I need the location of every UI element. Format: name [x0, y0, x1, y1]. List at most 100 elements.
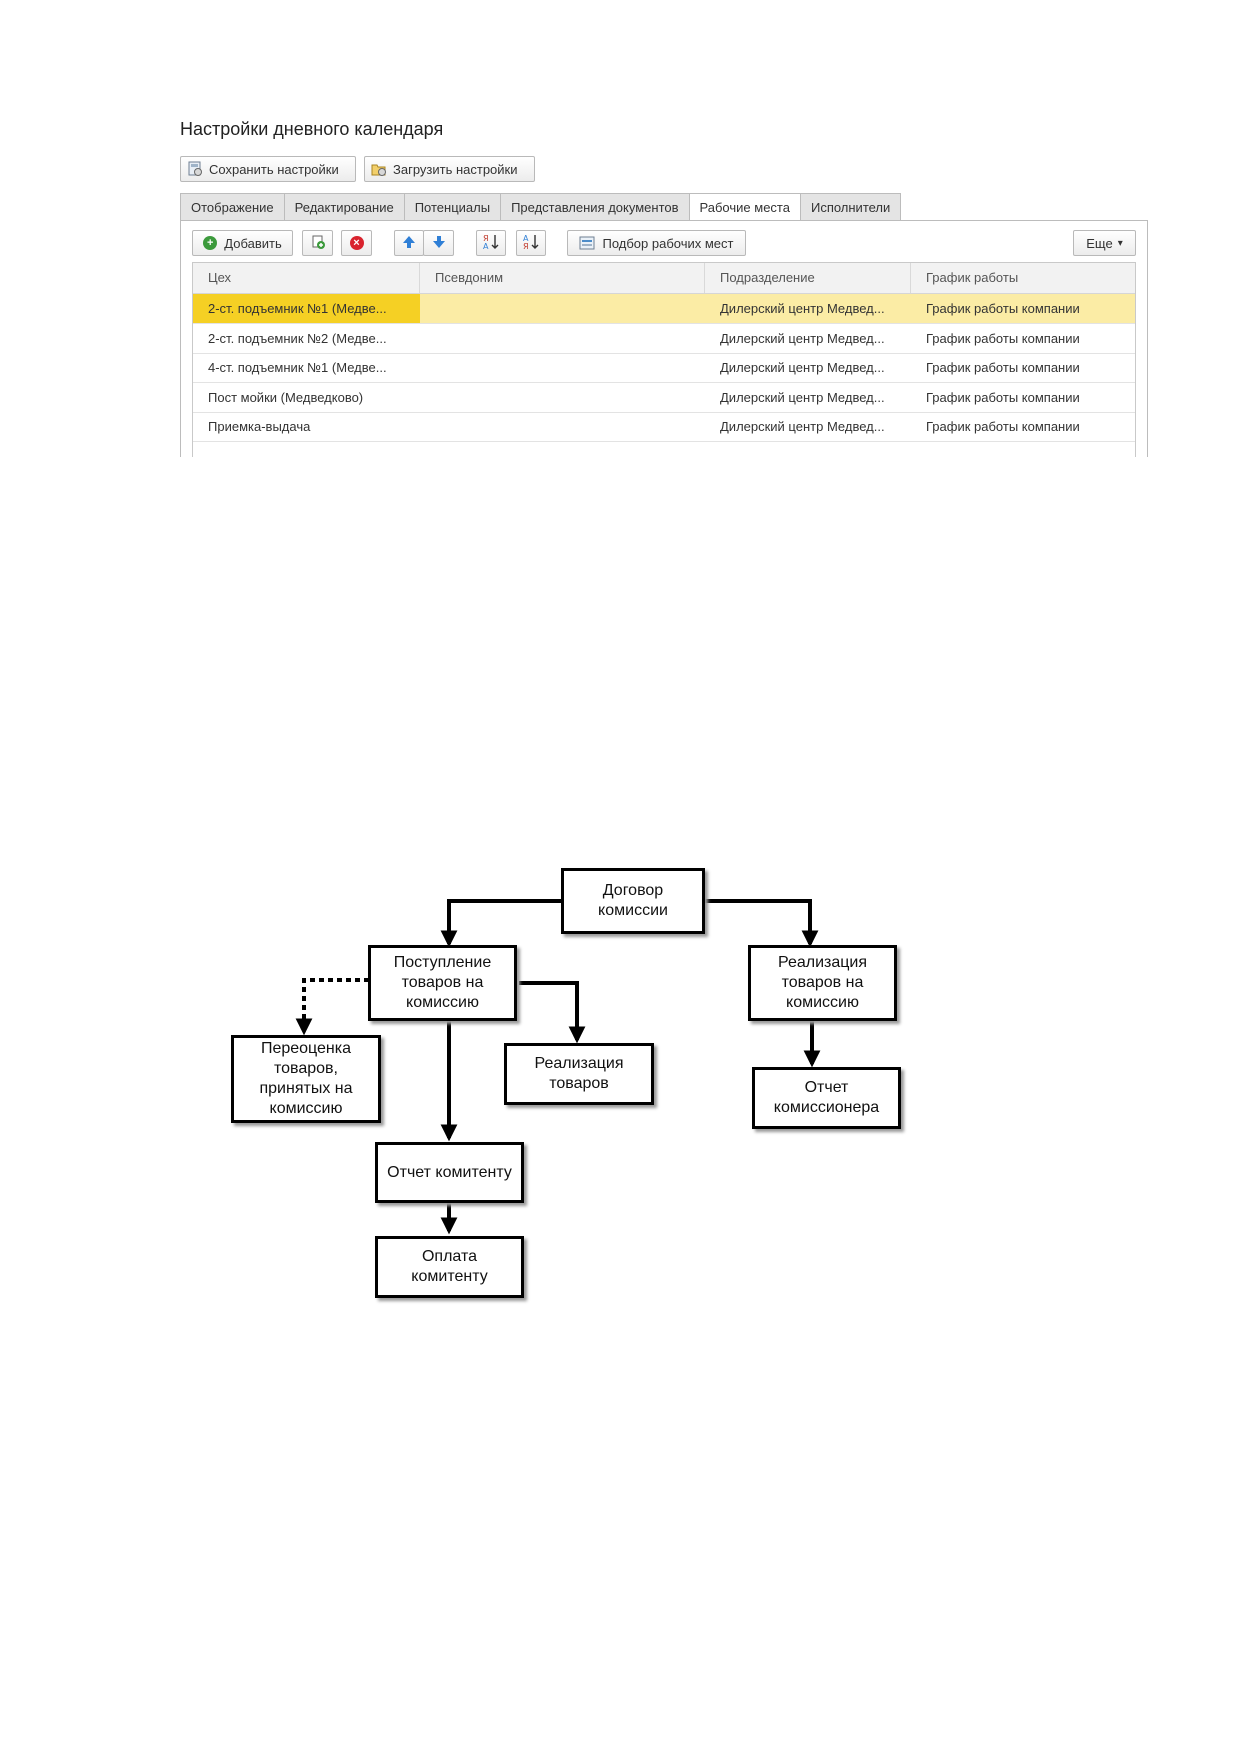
table-row[interactable]: 4-ст. подъемник №1 (Медве... Дилерский це…	[193, 353, 1135, 384]
load-settings-button[interactable]: Загрузить настройки	[364, 156, 535, 182]
table-cell: 2-ст. подъемник №1 (Медве...	[193, 294, 420, 323]
add-icon: +	[203, 236, 218, 250]
column-header-department[interactable]: Подразделение	[705, 263, 911, 293]
node-label-line: Отчет комитенту	[387, 1163, 512, 1181]
node-label-line: Договор	[602, 882, 664, 899]
node-label-line: Реализация	[534, 1055, 624, 1072]
delete-button[interactable]: ×	[341, 230, 372, 256]
arrow-contract-to-sale-commission	[704, 899, 819, 948]
table-cell: График работы компании	[926, 389, 1080, 405]
arrow-receipt-to-revaluation	[295, 978, 369, 1036]
node-label-line: комиссию	[269, 1100, 343, 1117]
table-cell: Приемка-выдача	[208, 419, 311, 435]
save-settings-label: Сохранить настройки	[209, 161, 339, 177]
table-row[interactable]: Пост мойки (Медведково)Дилерский центр М…	[193, 383, 1135, 413]
table-row[interactable]: Приемка-выдача Дилерский центр Медвед... Г…	[193, 412, 1135, 443]
tab-label: Представления документов	[511, 199, 679, 215]
arrow-receipt-to-sale-goods	[519, 981, 586, 1044]
node-label-line: принятых на	[259, 1080, 353, 1097]
pick-workplaces-label: Подбор рабочих мест	[602, 235, 734, 251]
settings-tabs: Отображение Редактирование Потенциалы Пр…	[180, 193, 902, 221]
arrow-contract-to-receipt	[440, 899, 563, 948]
tab-label: Исполнители	[810, 199, 891, 215]
table-row[interactable]: 2-ст. подъемник №1 (Медве... Дилерский це…	[193, 294, 1135, 324]
node-label-line: Поступление	[393, 954, 492, 971]
table-cell: График работы компании	[926, 330, 1080, 346]
copy-button[interactable]	[302, 230, 333, 256]
tab-editing[interactable]: Редактирование	[283, 193, 405, 221]
table-cell: 2-ст. подъемник №2 (Медве...	[208, 330, 387, 346]
node-report-consignor: Отчет комитенту	[375, 1142, 524, 1203]
node-label-line: товаров,	[273, 1060, 338, 1077]
node-revaluation: Переоценка товаров, принятых на комиссию	[231, 1035, 381, 1123]
node-label-line: Переоценка	[260, 1040, 352, 1057]
workplaces-table: Цех Псевдоним Подразделение График работ…	[192, 262, 1136, 457]
svg-text:Я: Я	[483, 234, 489, 243]
load-settings-label: Загрузить настройки	[393, 161, 518, 177]
tab-label: Рабочие места	[699, 199, 790, 215]
more-label: Еще	[1086, 235, 1113, 251]
chevron-down-icon: ▾	[1117, 237, 1123, 249]
save-settings-button[interactable]: Сохранить настройки	[180, 156, 356, 182]
node-label-line: Реализация	[777, 954, 868, 971]
load-settings-icon	[371, 161, 387, 177]
table-row[interactable]: 2-ст. подъемник №2 (Медве... Дилерский це…	[193, 324, 1135, 354]
table-cell: График работы компании	[926, 301, 1080, 316]
move-down-button[interactable]	[423, 230, 454, 256]
tab-label: Редактирование	[294, 199, 394, 215]
svg-text:А: А	[483, 242, 489, 251]
node-label-line: товаров на	[781, 974, 864, 991]
page-title: Настройки дневного календаря	[180, 119, 444, 139]
node-label-line: комиссии	[598, 902, 668, 919]
node-label-line: комиссию	[406, 994, 479, 1011]
table-cell: График работы компании	[926, 419, 1080, 435]
pick-list-icon	[579, 236, 595, 250]
delete-icon: ×	[349, 236, 364, 250]
table-cell: Дилерский центр Медвед...	[720, 419, 885, 435]
node-label-line: Отчет	[804, 1079, 849, 1096]
tab-document-views[interactable]: Представления документов	[500, 193, 690, 221]
tab-display[interactable]: Отображение	[180, 193, 285, 221]
arrow-down-icon	[432, 235, 446, 252]
node-label-line: Оплата	[421, 1248, 478, 1265]
svg-text:Я: Я	[523, 242, 529, 251]
node-receipt: Поступление товаров на комиссию	[368, 945, 517, 1021]
arrow-up-icon	[402, 235, 416, 252]
table-cell: Дилерский центр Медвед...	[720, 360, 885, 376]
svg-text:А: А	[523, 234, 529, 243]
tab-label: Отображение	[191, 199, 274, 215]
node-label-line: комиссию	[786, 994, 859, 1011]
node-sale-commission: Реализация товаров на комиссию	[748, 945, 897, 1021]
table-cell: Пост мойки (Медведково)	[208, 389, 364, 405]
node-sale-goods: Реализация товаров	[504, 1043, 654, 1105]
copy-icon	[310, 234, 326, 253]
table-header: Цех Псевдоним Подразделение График работ…	[193, 263, 1135, 294]
table-cell: 4-ст. подъемник №1 (Медве...	[208, 360, 387, 376]
add-button[interactable]: + Добавить	[192, 230, 293, 256]
column-header-schedule[interactable]: График работы	[926, 270, 1019, 285]
tab-label: Потенциалы	[414, 199, 491, 215]
add-label: Добавить	[224, 235, 282, 251]
more-button[interactable]: Еще ▾	[1073, 230, 1136, 256]
tab-executors[interactable]: Исполнители	[799, 193, 902, 221]
column-header-workshop[interactable]: Цех	[193, 263, 420, 293]
pick-workplaces-button[interactable]: Подбор рабочих мест	[567, 230, 746, 256]
table-cell: Дилерский центр Медвед...	[720, 330, 885, 346]
table-cell: Дилерский центр Медвед...	[720, 301, 885, 316]
save-settings-icon	[187, 161, 203, 177]
node-report-agent: Отчет комиссионера	[752, 1067, 901, 1129]
column-header-alias[interactable]: Псевдоним	[420, 263, 705, 293]
table-cell: График работы компании	[926, 360, 1080, 376]
node-label-line: товаров на	[401, 974, 484, 991]
tab-potentials[interactable]: Потенциалы	[403, 193, 502, 221]
node-payment: Оплата комитенту	[375, 1236, 524, 1298]
node-contract: Договор комиссии	[561, 868, 705, 934]
node-label-line: комитенту	[411, 1268, 488, 1285]
node-label-line: комиссионера	[773, 1099, 880, 1116]
node-label-line: товаров	[549, 1075, 609, 1092]
